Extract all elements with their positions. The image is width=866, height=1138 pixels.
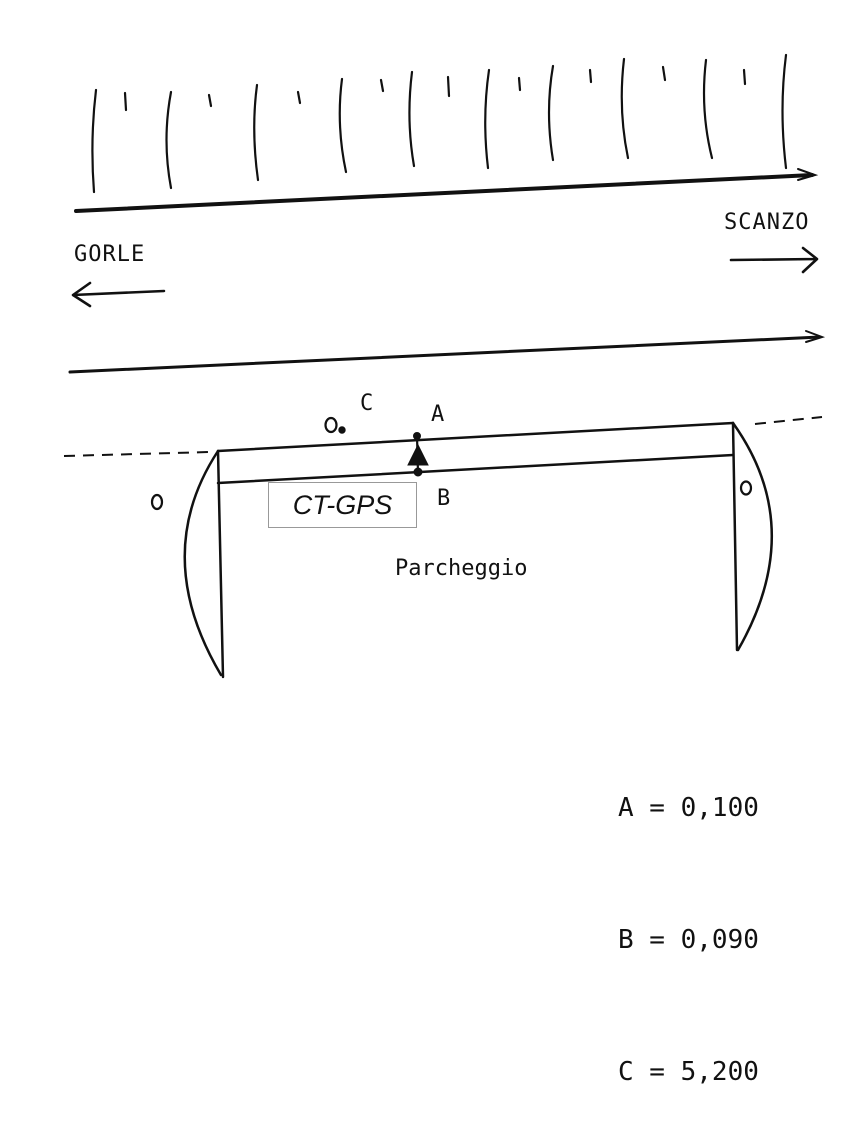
left-small-circle-icon (150, 493, 164, 511)
parking-inner-edge (216, 453, 735, 485)
measurements-legend: A = 0,100 B = 0,090 C = 5,200 (618, 698, 759, 1138)
parking-top-edge (216, 421, 735, 453)
station-label-box: CT-GPS (268, 482, 417, 528)
road-edge-bottom (68, 335, 822, 374)
direction-right-label: SCANZO (724, 210, 810, 235)
hedge-row (91, 53, 788, 194)
boundary-dashed-lines (63, 416, 823, 457)
legend-row-b: B = 0,090 (618, 925, 759, 955)
legend-row-a: A = 0,100 (618, 793, 759, 823)
point-b-dot (413, 467, 423, 477)
road (68, 168, 826, 374)
parking-lot (183, 421, 773, 679)
markers (150, 416, 753, 511)
arrow-left-icon (71, 281, 166, 308)
parking-label: Parcheggio (395, 556, 528, 581)
parking-left-curve (183, 449, 223, 677)
arrow-right-icon (729, 246, 819, 274)
point-c-label: C (360, 391, 374, 416)
road-edge-bottom-arrowhead (805, 330, 826, 343)
right-small-circle-icon (739, 480, 753, 496)
parking-right-side (731, 421, 739, 652)
parking-left-side (216, 449, 225, 679)
point-c-dot (338, 426, 346, 434)
legend-row-c: C = 5,200 (618, 1057, 759, 1087)
direction-arrows (71, 246, 819, 308)
road-edge-top-arrowhead (797, 168, 819, 181)
parking-right-curve (731, 421, 773, 652)
point-c-circle-icon (324, 416, 338, 434)
point-b-label: B (437, 486, 451, 511)
station-label: CT-GPS (292, 489, 393, 520)
direction-left-label: GORLE (74, 242, 146, 267)
triangle-marker-icon (407, 443, 429, 466)
road-edge-top (74, 173, 814, 213)
site-sketch (63, 53, 826, 679)
point-a-label: A (431, 402, 445, 427)
